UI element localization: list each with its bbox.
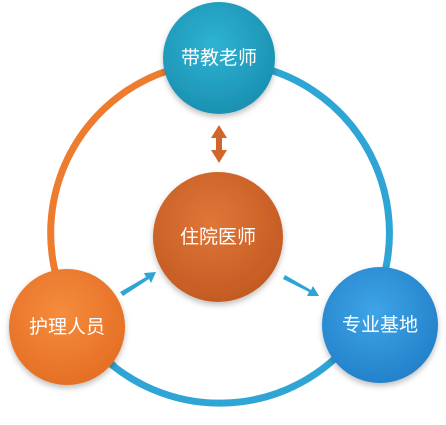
arrow-nursing-to-resident (120, 272, 156, 296)
double-arrow-vertical (211, 125, 227, 163)
node-top: 带教老师 (163, 2, 275, 114)
arrow-resident-to-base (283, 275, 319, 296)
node-top-label: 带教老师 (181, 47, 257, 69)
node-left: 护理人员 (9, 269, 125, 385)
node-right-label: 专业基地 (342, 314, 418, 336)
node-right: 专业基地 (322, 267, 438, 383)
ring-arc-bottom (90, 326, 364, 407)
node-center: 住院医师 (153, 172, 283, 302)
node-left-label: 护理人员 (29, 316, 105, 338)
node-center-label: 住院医师 (180, 226, 256, 248)
